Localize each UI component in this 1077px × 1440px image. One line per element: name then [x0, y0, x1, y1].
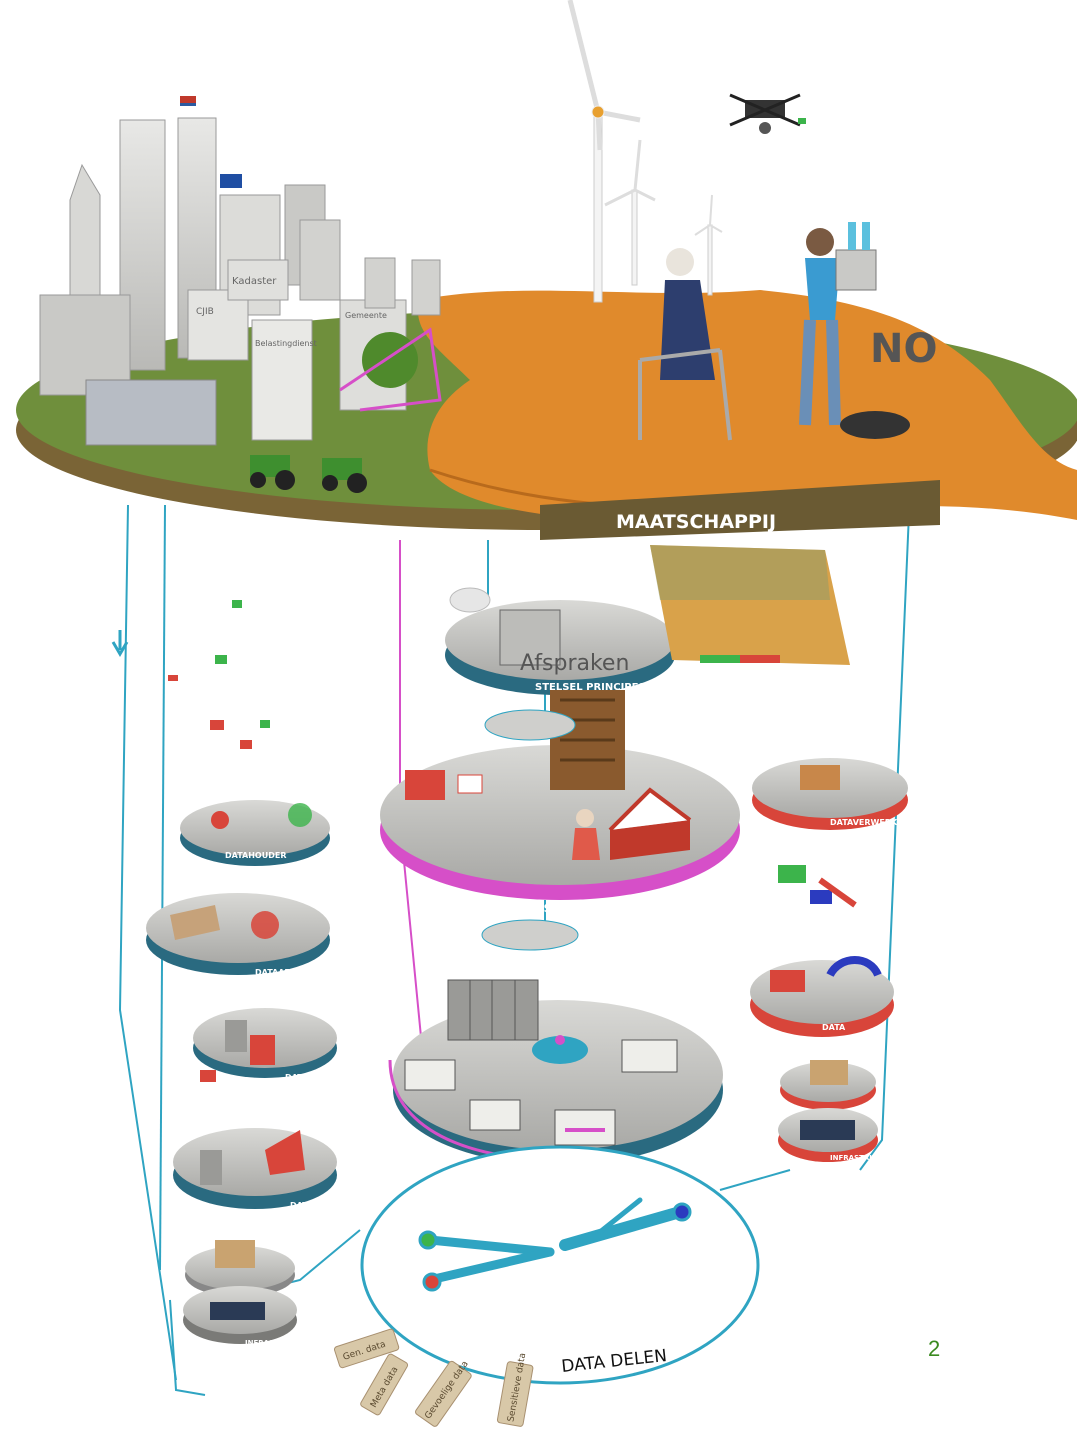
infrastructure-label-right: INFRASTRUCTUUR [830, 1154, 902, 1162]
server-rack-icon [447, 979, 539, 1041]
building-sign-belastingdienst: Belastingdienst [255, 339, 317, 348]
infrastructure-platform-left: INFRASTRUCTUUR [183, 1240, 317, 1347]
data-label-right: DATA [822, 1023, 846, 1032]
nl-flag-icon [180, 96, 196, 106]
person-with-meter: NO [799, 222, 937, 439]
dataowner-platform: DATAAFNEMER [146, 893, 330, 977]
data-platform-left-2: DATA [173, 1128, 337, 1210]
dataholder-label: DATAHOUDER [225, 851, 287, 860]
connection-lines [118, 489, 911, 1396]
principles-platform: Afspraken STELSEL PRINCIPES [445, 587, 675, 695]
organisational-label: ORGANISATORISCHE STELSELFUNCTIES [495, 902, 738, 915]
wind-turbine-icon [567, 0, 723, 303]
eu-flag-icon [220, 174, 242, 188]
drone-icon [729, 93, 806, 134]
tractor-icon [250, 455, 367, 493]
infrastructure-label-left: INFRASTRUCTUUR [245, 1339, 317, 1347]
agreements-title: Afspraken [520, 651, 629, 676]
page-number: 2 [928, 1336, 941, 1361]
data-platform-right: DATA [750, 956, 894, 1037]
dataowner-label: DATAAFNEMER [255, 968, 322, 977]
house-icon [405, 770, 445, 800]
speech-bubble-icon [449, 587, 491, 613]
puzzle-map [650, 545, 850, 665]
dataprocessor-label: DATAVERWERKER [830, 818, 909, 827]
building-sign-cjib: CJIB [196, 307, 214, 317]
data-platform-left-1: DATA [193, 1008, 337, 1082]
organisational-platform: ORGANISATORISCHE STELSELFUNCTIES [380, 690, 740, 915]
protest-sign: NO [870, 326, 937, 372]
manhole-icon [840, 411, 910, 439]
data-label-2: DATA [290, 1201, 314, 1210]
building-sign-gemeente: Gemeente [345, 311, 387, 320]
data-label-1: DATA [285, 1073, 309, 1082]
building-sign-kadaster: Kadaster [232, 276, 277, 287]
society-label: MAATSCHAPPIJ [616, 511, 776, 533]
technical-platform: TECHNISCHE STELSELFUNCTIES [388, 979, 743, 1171]
data-sharing-clock: DATA DELEN [360, 1145, 760, 1385]
tree-icon [362, 332, 418, 388]
infrastructure-platform-right: INFRASTRUCTUUR [778, 1060, 902, 1162]
small-platform [481, 919, 579, 951]
puzzle-pieces [168, 600, 857, 1082]
city-buildings: Kadaster CJIB Belastingdienst Gemeente [39, 96, 442, 446]
hub-icon [532, 1036, 588, 1064]
dataprocessor-platform: DATAVERWERKER [752, 758, 909, 830]
market-stall-icon [610, 820, 690, 860]
person-with-walker [638, 248, 732, 441]
gas-meter-icon [835, 249, 877, 291]
principles-label: STELSEL PRINCIPES [535, 682, 646, 693]
dataholder-platform: DATAHOUDER [180, 800, 330, 866]
